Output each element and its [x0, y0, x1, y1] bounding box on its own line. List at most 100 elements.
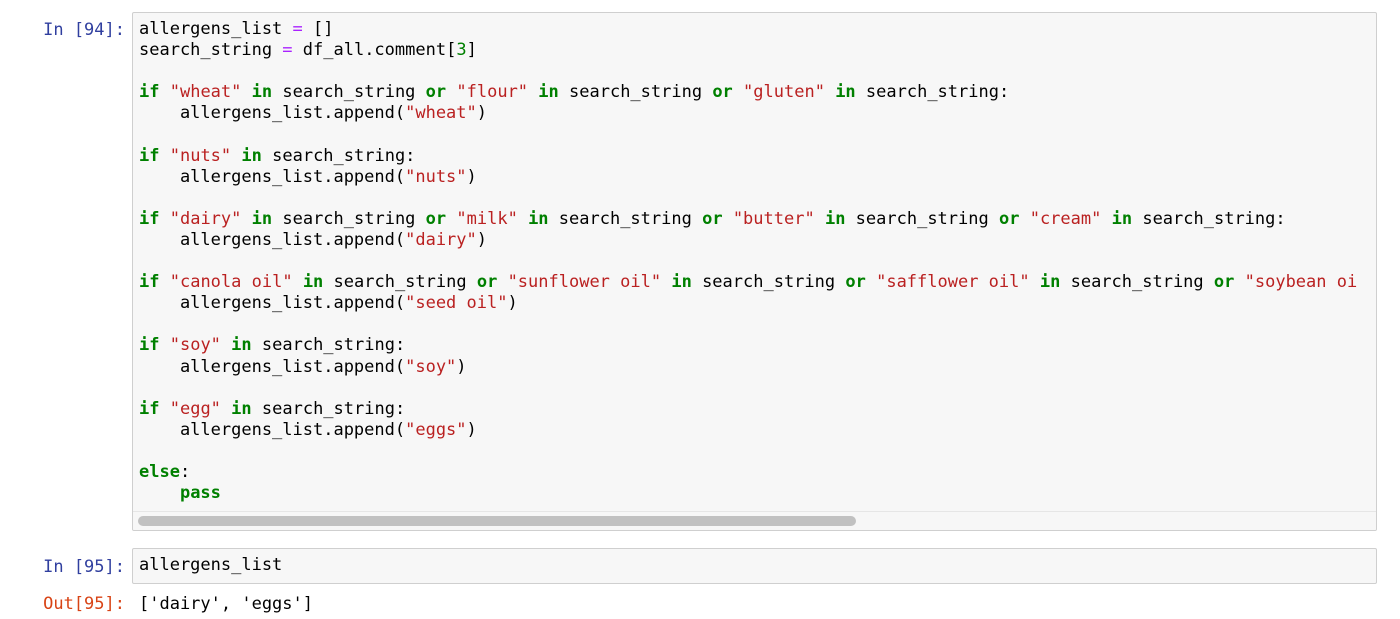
code-token: "safflower oil" [876, 272, 1030, 293]
code-token [1030, 272, 1040, 292]
code-token [661, 272, 671, 292]
code-token: in [835, 82, 856, 103]
code-token: allergens_list [139, 555, 283, 575]
code-token: search_string [272, 82, 426, 103]
scrollbar-thumb[interactable] [138, 516, 856, 526]
code-token: or [712, 82, 733, 103]
code-token: "seed oil" [405, 293, 508, 314]
code-token: in [251, 208, 273, 229]
code-line: if "canola oil" in search_string or "sun… [139, 272, 1376, 293]
code-token: search_string [691, 272, 846, 293]
code-token: search_string [1060, 272, 1214, 293]
code-token: search_string [845, 208, 999, 229]
code-token: "canola oil" [169, 272, 293, 293]
code-token: search_string: [1132, 208, 1286, 229]
code-token: ] [466, 40, 477, 61]
code-editor-95[interactable]: allergens_list [133, 549, 1376, 576]
code-token: or [1213, 272, 1235, 293]
code-token: allergens_list.append( [139, 166, 406, 187]
code-token: "soybean oi [1244, 272, 1358, 293]
code-line: pass [139, 483, 1376, 504]
code-token [446, 209, 456, 229]
code-line: if "soy" in search_string: [139, 335, 1376, 356]
code-token: "milk" [456, 208, 518, 229]
code-token [231, 146, 241, 166]
code-line: allergens_list.append("wheat") [139, 103, 1376, 124]
code-token [497, 272, 507, 292]
code-cell-95[interactable]: allergens_list [132, 548, 1377, 584]
code-line: else: [139, 462, 1376, 483]
code-token: "wheat" [169, 82, 242, 103]
code-token: "dairy" [405, 229, 477, 250]
output-text-95: ['dairy', 'eggs'] [139, 594, 313, 614]
code-token: "sunflower oil" [507, 272, 662, 293]
code-token: in [251, 82, 273, 103]
code-line: allergens_list.append("seed oil") [139, 293, 1376, 314]
code-token: if [139, 82, 160, 103]
code-token: in [241, 145, 262, 166]
code-token [528, 82, 538, 102]
input-prompt-94: In [94]: [43, 20, 125, 40]
code-token [139, 483, 180, 503]
code-token: or [425, 208, 447, 229]
code-token: if [139, 208, 160, 229]
code-token [866, 272, 876, 292]
code-token: if [139, 398, 160, 419]
code-token: or [476, 272, 498, 293]
code-token: ) [466, 166, 477, 187]
code-line [139, 251, 1376, 272]
code-line: if "egg" in search_string: [139, 399, 1376, 420]
code-token: "flour" [456, 82, 529, 103]
code-token: ) [507, 293, 518, 314]
horizontal-scrollbar[interactable] [133, 511, 1376, 530]
code-token: [] [302, 19, 334, 39]
code-line [139, 378, 1376, 399]
code-line [139, 188, 1376, 209]
code-token: search_string: [251, 398, 406, 419]
code-token: search_string [272, 208, 426, 229]
code-line [139, 61, 1376, 82]
code-line: allergens_list.append("eggs") [139, 420, 1376, 441]
code-token: "dairy" [169, 208, 242, 229]
code-token: in [1111, 208, 1133, 229]
code-token: ) [476, 103, 488, 124]
code-token [1019, 209, 1029, 229]
code-token: or [998, 208, 1020, 229]
code-line [139, 124, 1376, 145]
code-token: in [1039, 272, 1061, 293]
code-token [159, 335, 169, 355]
code-token: "egg" [169, 398, 221, 419]
code-token: : [179, 461, 191, 482]
code-token [159, 82, 169, 102]
code-token: search_string: [251, 335, 406, 356]
code-cell-94[interactable]: allergens_list = []search_string = df_al… [132, 12, 1377, 531]
code-line [139, 314, 1376, 335]
code-token: in [824, 208, 846, 229]
code-token: 3 [456, 40, 467, 61]
code-token: if [139, 272, 160, 293]
code-token: in [231, 398, 252, 419]
code-token: else [139, 461, 180, 482]
code-token: in [302, 272, 324, 293]
code-token: "nuts" [169, 145, 232, 166]
code-token: in [528, 208, 549, 229]
code-token: search_string [323, 272, 477, 293]
code-line [139, 441, 1376, 462]
code-token: ) [476, 229, 488, 250]
code-token: "gluten" [743, 82, 825, 103]
code-token [159, 209, 169, 229]
code-token: if [139, 335, 160, 356]
code-token [446, 82, 456, 102]
code-token [159, 146, 169, 166]
code-token [518, 209, 528, 229]
code-token: = [292, 19, 303, 39]
code-token: in [538, 82, 559, 103]
code-editor-94[interactable]: allergens_list = []search_string = df_al… [133, 13, 1376, 504]
code-token [733, 82, 743, 102]
code-token [159, 399, 169, 419]
code-token: "soy" [405, 356, 457, 377]
code-token [241, 82, 251, 102]
code-token: allergens_list.append( [139, 419, 406, 440]
code-token: "eggs" [405, 419, 467, 440]
code-token [221, 335, 231, 355]
